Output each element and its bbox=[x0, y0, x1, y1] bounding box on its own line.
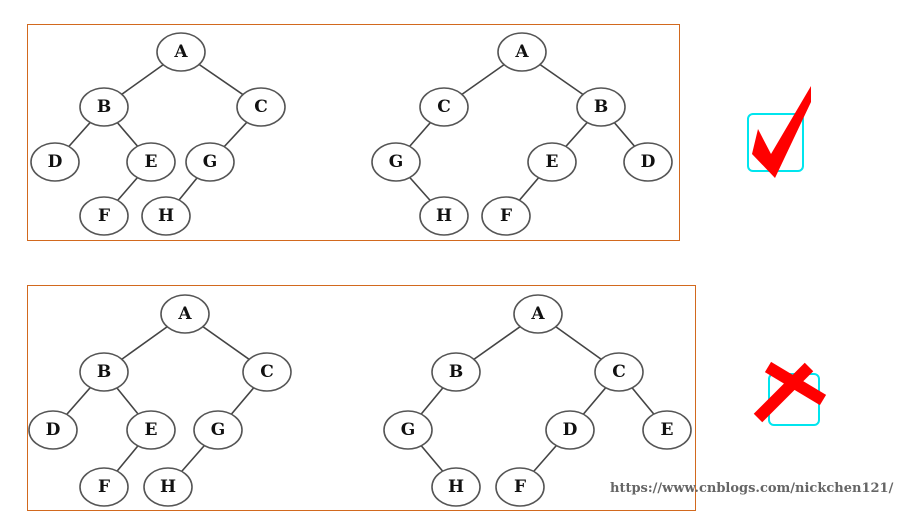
node-label: H bbox=[160, 477, 176, 497]
cross-mark-icon bbox=[753, 361, 827, 426]
node-B: B bbox=[431, 352, 481, 392]
node-label: B bbox=[97, 362, 111, 382]
node-label: E bbox=[145, 420, 158, 440]
node-label: H bbox=[158, 206, 174, 226]
node-label: C bbox=[612, 362, 626, 382]
node-label: F bbox=[98, 206, 110, 226]
node-label: E bbox=[661, 420, 674, 440]
node-label: A bbox=[173, 42, 188, 62]
check-mark-icon bbox=[747, 86, 811, 178]
node-label: G bbox=[211, 420, 226, 440]
node-label: F bbox=[500, 206, 512, 226]
node-label: F bbox=[98, 477, 110, 497]
node-B: B bbox=[79, 352, 129, 392]
node-label: G bbox=[401, 420, 416, 440]
node-label: A bbox=[177, 304, 192, 324]
node-F: F bbox=[495, 467, 545, 507]
panel-row-1 bbox=[27, 24, 680, 241]
node-F: F bbox=[79, 196, 129, 236]
node-label: C bbox=[254, 97, 268, 117]
node-B: B bbox=[576, 87, 626, 127]
node-label: E bbox=[145, 152, 158, 172]
node-D: D bbox=[30, 142, 80, 182]
node-label: H bbox=[436, 206, 452, 226]
node-F: F bbox=[79, 467, 129, 507]
node-label: H bbox=[448, 477, 464, 497]
node-H: H bbox=[143, 467, 193, 507]
tree-1-2: A C B G E D H F bbox=[371, 32, 673, 236]
node-label: B bbox=[449, 362, 463, 382]
node-H: H bbox=[419, 196, 469, 236]
node-C: C bbox=[236, 87, 286, 127]
node-A: A bbox=[513, 294, 563, 334]
node-label: G bbox=[389, 152, 404, 172]
node-label: C bbox=[437, 97, 451, 117]
node-E: E bbox=[126, 410, 176, 450]
node-B: B bbox=[79, 87, 129, 127]
node-label: D bbox=[48, 152, 63, 172]
tree-2-2: A B C G D E H F bbox=[383, 294, 692, 507]
node-label: A bbox=[530, 304, 545, 324]
node-label: E bbox=[546, 152, 559, 172]
node-label: B bbox=[594, 97, 608, 117]
node-H: H bbox=[431, 467, 481, 507]
node-label: D bbox=[46, 420, 61, 440]
node-G: G bbox=[193, 410, 243, 450]
node-D: D bbox=[545, 410, 595, 450]
node-E: E bbox=[642, 410, 692, 450]
node-G: G bbox=[371, 142, 421, 182]
tree-2-1: A B C D E G F H bbox=[28, 294, 292, 507]
node-A: A bbox=[156, 32, 206, 72]
node-D: D bbox=[623, 142, 673, 182]
tree-1-1: A B C D E G F H bbox=[30, 32, 286, 236]
node-E: E bbox=[126, 142, 176, 182]
node-label: D bbox=[641, 152, 656, 172]
node-label: B bbox=[97, 97, 111, 117]
node-F: F bbox=[481, 196, 531, 236]
node-label: D bbox=[563, 420, 578, 440]
node-C: C bbox=[242, 352, 292, 392]
node-label: A bbox=[514, 42, 529, 62]
panel-row-2 bbox=[27, 285, 696, 511]
node-label: F bbox=[514, 477, 526, 497]
node-G: G bbox=[383, 410, 433, 450]
node-A: A bbox=[160, 294, 210, 334]
watermark-url: https://www.cnblogs.com/nickchen121/ bbox=[610, 481, 894, 496]
node-D: D bbox=[28, 410, 78, 450]
node-label: C bbox=[260, 362, 274, 382]
node-A: A bbox=[497, 32, 547, 72]
node-label: G bbox=[203, 152, 218, 172]
node-C: C bbox=[419, 87, 469, 127]
node-H: H bbox=[141, 196, 191, 236]
node-E: E bbox=[527, 142, 577, 182]
node-G: G bbox=[185, 142, 235, 182]
node-C: C bbox=[594, 352, 644, 392]
